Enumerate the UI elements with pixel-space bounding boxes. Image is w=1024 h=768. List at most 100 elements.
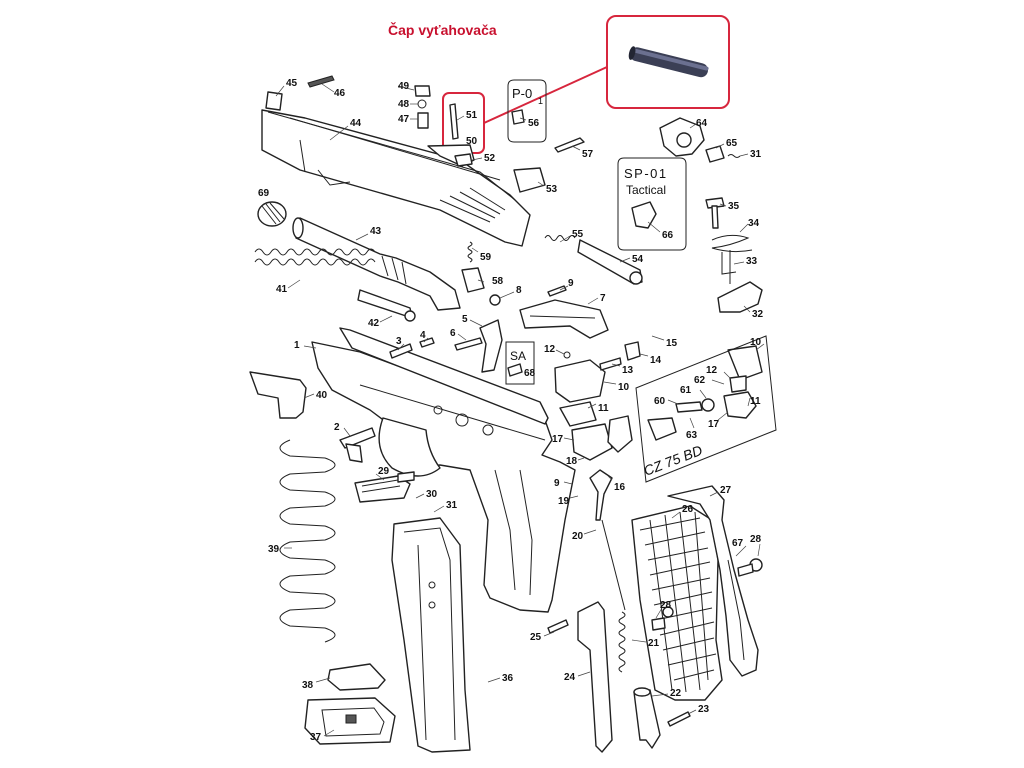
magazine-catch — [249, 371, 307, 419]
label-1: 1 — [294, 340, 300, 351]
label-37: 37 — [310, 732, 322, 743]
label-13: 13 — [622, 365, 634, 376]
label-18: 18 — [566, 456, 578, 467]
label-22: 22 — [670, 688, 682, 699]
label-12-left: 12 — [544, 344, 556, 355]
pin-9-top — [547, 285, 567, 297]
variant-sa-label: SA — [510, 349, 526, 363]
highlight-callout — [442, 15, 730, 154]
label-49: 49 — [398, 81, 410, 92]
label-5: 5 — [462, 314, 468, 325]
label-12-right: 12 — [706, 365, 718, 376]
label-23: 23 — [698, 704, 710, 715]
label-53: 53 — [546, 184, 558, 195]
sa-part-68 — [507, 363, 523, 377]
label-9-top: 9 — [568, 278, 574, 289]
label-7: 7 — [600, 293, 606, 304]
variant-p01-box: P-0 1 — [507, 79, 547, 143]
label-61: 61 — [680, 385, 692, 396]
label-19: 19 — [558, 496, 570, 507]
label-21: 21 — [648, 638, 660, 649]
label-11-right: 11 — [750, 396, 761, 407]
label-36: 36 — [502, 673, 514, 684]
label-68: 68 — [524, 368, 536, 379]
label-43: 43 — [370, 226, 382, 237]
label-60: 60 — [654, 396, 666, 407]
spring-31-top — [727, 154, 741, 158]
pin-46 — [307, 75, 335, 88]
label-42: 42 — [368, 318, 380, 329]
highlight-box-part-51 — [442, 92, 485, 154]
label-64: 64 — [696, 118, 708, 129]
rear-sight-group — [659, 117, 705, 157]
label-58: 58 — [492, 276, 504, 287]
label-31-mid: 31 — [446, 500, 458, 511]
small-parts-top — [414, 85, 585, 293]
label-25: 25 — [530, 632, 542, 643]
pin-25 — [547, 619, 569, 634]
variant-sa-box: SA — [505, 341, 535, 385]
label-62: 62 — [694, 375, 706, 386]
grip-screw-right — [737, 558, 763, 577]
label-54: 54 — [632, 254, 644, 265]
recoil-spring-guide — [357, 289, 416, 322]
label-33: 33 — [746, 256, 758, 267]
label-31-top: 31 — [750, 149, 762, 160]
label-34: 34 — [748, 218, 760, 229]
label-28-right: 28 — [750, 534, 762, 545]
extractor-pin-zoom — [628, 46, 709, 78]
label-8: 8 — [516, 285, 522, 296]
variant-sp01-box: SP-01 Tactical — [617, 157, 687, 251]
magazine-spring — [279, 439, 336, 643]
grip-panel — [631, 505, 723, 701]
label-63: 63 — [686, 430, 698, 441]
label-20: 20 — [572, 531, 584, 542]
label-41: 41 — [276, 284, 288, 295]
label-14: 14 — [650, 355, 662, 366]
firing-pin-group — [544, 235, 643, 285]
label-11-left: 11 — [598, 403, 609, 414]
pin-23 — [667, 711, 691, 727]
label-39: 39 — [268, 544, 280, 555]
magazine-floorplate — [304, 697, 396, 745]
label-44: 44 — [350, 118, 362, 129]
label-17-left: 17 — [552, 434, 564, 445]
magazine-follower — [327, 663, 386, 691]
label-59: 59 — [480, 252, 492, 263]
slide-stop — [339, 427, 376, 463]
label-47: 47 — [398, 114, 410, 125]
allen-key-33 — [721, 250, 737, 284]
mainspring-housing — [633, 687, 661, 749]
barrel — [292, 217, 461, 311]
label-65: 65 — [726, 138, 738, 149]
label-55: 55 — [572, 229, 584, 240]
label-56: 56 — [528, 118, 540, 129]
label-67: 67 — [732, 538, 744, 549]
barrel-bushing-69 — [257, 201, 287, 227]
label-3: 3 — [396, 336, 402, 347]
label-50: 50 — [466, 136, 478, 147]
label-16: 16 — [614, 482, 626, 493]
label-32: 32 — [752, 309, 764, 320]
label-69: 69 — [258, 188, 270, 199]
label-30: 30 — [426, 489, 438, 500]
label-57: 57 — [582, 149, 594, 160]
bd-parts — [647, 345, 763, 441]
label-38: 38 — [302, 680, 314, 691]
spring-34 — [711, 234, 753, 253]
decocker-32 — [717, 281, 763, 313]
sp01-part-66 — [631, 201, 657, 229]
label-28-left: 28 — [660, 600, 672, 611]
recoil-spring — [254, 248, 376, 266]
label-10-right: 10 — [750, 337, 762, 348]
variant-p01-line1: P-0 — [512, 86, 532, 101]
variant-sp01-line1: SP-01 — [624, 166, 668, 181]
grip-frame — [667, 485, 759, 677]
part-labels: 45 46 44 69 43 41 42 49 48 47 51 50 52 5… — [258, 78, 765, 743]
sight-65 — [705, 145, 725, 163]
hammer-group — [554, 341, 641, 461]
label-52: 52 — [484, 153, 496, 164]
grip-screw-left — [651, 617, 666, 631]
mainspring — [618, 611, 626, 673]
